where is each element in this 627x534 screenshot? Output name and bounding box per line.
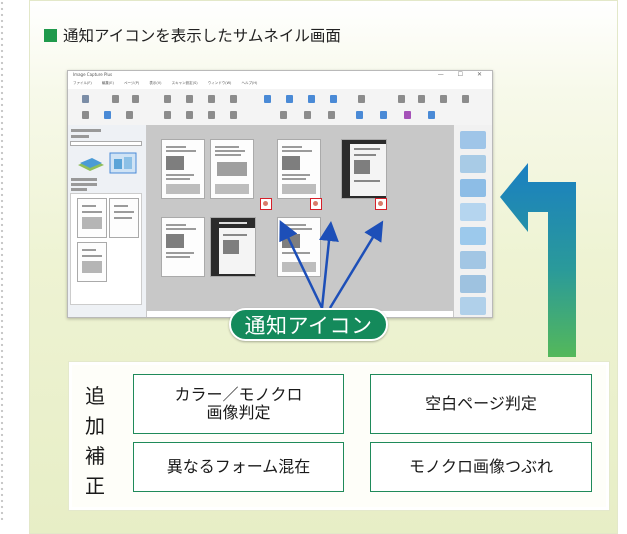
app-screenshot: Image Capture Plus — ☐ ✕ ファイル(F) 編集(E) ペ… [67, 70, 493, 318]
nav-icon [418, 95, 425, 103]
tool-icon [404, 111, 411, 119]
tool-icon [380, 111, 387, 119]
page-thumbnail [277, 139, 321, 199]
scan-icon [82, 95, 89, 103]
notification-icon [375, 198, 387, 210]
pane-label [71, 188, 87, 191]
tool-icon [132, 95, 139, 103]
option-mono-crush: モノクロ画像つぶれ [370, 442, 592, 492]
left-pane [68, 125, 147, 317]
view-icon [264, 95, 271, 103]
page-thumbnail [161, 139, 205, 199]
label-char: 追 [85, 384, 105, 408]
green-square-icon [44, 28, 57, 42]
tool-icon [164, 95, 171, 103]
tool-icon [164, 111, 171, 119]
tool-icon [356, 111, 363, 119]
tool-icon [280, 111, 287, 119]
tool-icon [186, 111, 193, 119]
tool-icon [208, 111, 215, 119]
notification-icon [260, 198, 272, 210]
view-icon [286, 95, 293, 103]
window-controls: — ☐ ✕ [437, 71, 488, 78]
profile-icon [460, 131, 486, 149]
page-thumbnail [210, 139, 254, 199]
nav-icon [398, 95, 405, 103]
list-thumb [109, 198, 139, 238]
tool-icon [230, 95, 237, 103]
profile-icon [460, 227, 486, 245]
window-titlebar: Image Capture Plus — ☐ ✕ [68, 71, 492, 81]
profile-select [70, 141, 142, 146]
profile-icon [460, 155, 486, 173]
notification-icon [310, 198, 322, 210]
thumbnail-area [147, 125, 453, 311]
pane-label [71, 129, 101, 132]
profile-icon [460, 179, 486, 197]
page-thumbnail [341, 139, 387, 199]
section-title: 通知アイコンを表示したサムネイル画面 [44, 25, 341, 45]
label-char: 加 [85, 414, 105, 438]
menu-item: 表示(V) [149, 81, 162, 85]
page-thumbnail [277, 217, 321, 277]
ribbon-toolbar [68, 89, 492, 126]
pane-label [71, 178, 97, 181]
nav-icon [462, 95, 469, 103]
tool-icon [208, 95, 215, 103]
menu-item: 編集(E) [101, 81, 114, 85]
list-thumb [77, 198, 107, 238]
pane-label [71, 183, 97, 186]
profile-thumbnails [74, 151, 138, 175]
profile-icon [460, 203, 486, 221]
tool-icon [126, 111, 133, 119]
tool-icon [328, 111, 335, 119]
window-title: Image Capture Plus [73, 72, 113, 77]
pane-label [71, 135, 89, 138]
tool-icon [304, 111, 311, 119]
tool-icon [186, 95, 193, 103]
option-mixed-forms: 異なるフォーム混在 [133, 442, 344, 492]
tool-icon [358, 95, 365, 103]
profile-icon [460, 297, 486, 315]
section-title-text: 通知アイコンを表示したサムネイル画面 [63, 27, 341, 45]
nav-icon [440, 95, 447, 103]
dotted-border [0, 0, 4, 520]
list-thumb [77, 242, 107, 282]
option-blank-page: 空白ページ判定 [370, 374, 592, 434]
option-color-mono: カラー／モノクロ 画像判定 [133, 374, 344, 434]
menu-item: ページ(P) [123, 81, 140, 85]
page-thumbnail [210, 217, 256, 277]
page-thumbnail [161, 217, 205, 277]
right-pane [453, 125, 492, 317]
menu-item: ウィンドウ(W) [207, 81, 232, 85]
tool-icon [82, 111, 89, 119]
notification-callout: 通知アイコン [229, 308, 388, 341]
view-icon [308, 95, 315, 103]
tool-icon [112, 95, 119, 103]
view-icon [330, 95, 337, 103]
profile-icon [460, 251, 486, 269]
menu-item: ファイル(F) [73, 81, 92, 85]
menu-item: スキャン設定(S) [171, 81, 198, 85]
label-char: 正 [85, 474, 105, 498]
profile-icon [460, 275, 486, 293]
menu-bar: ファイル(F) 編集(E) ページ(P) 表示(V) スキャン設定(S) ウィン… [68, 81, 492, 89]
label-char: 補 [85, 444, 105, 468]
tool-icon [104, 111, 111, 119]
tool-icon [428, 111, 435, 119]
tool-icon [230, 111, 237, 119]
menu-item: ヘルプ(H) [241, 81, 258, 85]
additional-correction-label: 追 加 補 正 [83, 386, 107, 496]
page-list [70, 193, 142, 305]
